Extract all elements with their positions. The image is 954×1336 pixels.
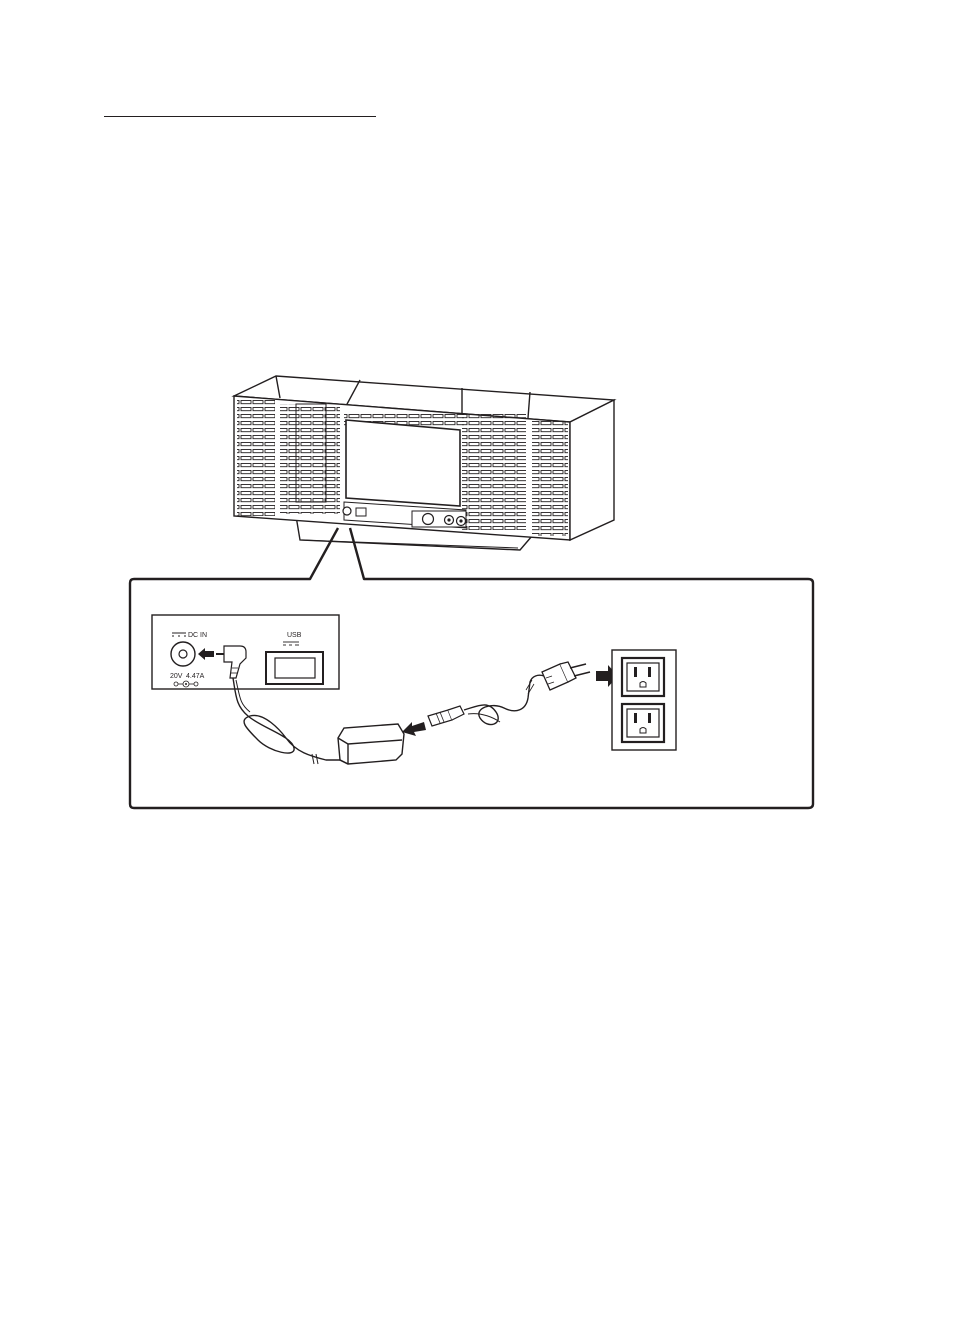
dc-voltage-label: 20V bbox=[170, 673, 183, 680]
left-inner-grille bbox=[280, 404, 340, 514]
dc-jack-small-icon bbox=[343, 507, 351, 515]
speaker-side bbox=[570, 400, 614, 540]
center-right-grille bbox=[462, 414, 526, 530]
left-grille bbox=[237, 398, 275, 516]
right-grille bbox=[532, 420, 568, 536]
speaker-unit bbox=[234, 376, 614, 550]
usb-label: USB bbox=[287, 632, 302, 639]
dc-in-label: DC IN bbox=[188, 632, 207, 639]
arrow-icon bbox=[402, 722, 426, 736]
ac-cable bbox=[464, 675, 544, 724]
wall-outlet-icon bbox=[612, 650, 676, 750]
speaker-display bbox=[346, 420, 460, 506]
dc-current-label: 4.47A bbox=[186, 673, 205, 680]
ac-plug bbox=[542, 662, 590, 690]
ac-cord-connector bbox=[428, 706, 464, 726]
ac-adapter bbox=[338, 724, 404, 764]
dc-cable bbox=[233, 678, 344, 760]
